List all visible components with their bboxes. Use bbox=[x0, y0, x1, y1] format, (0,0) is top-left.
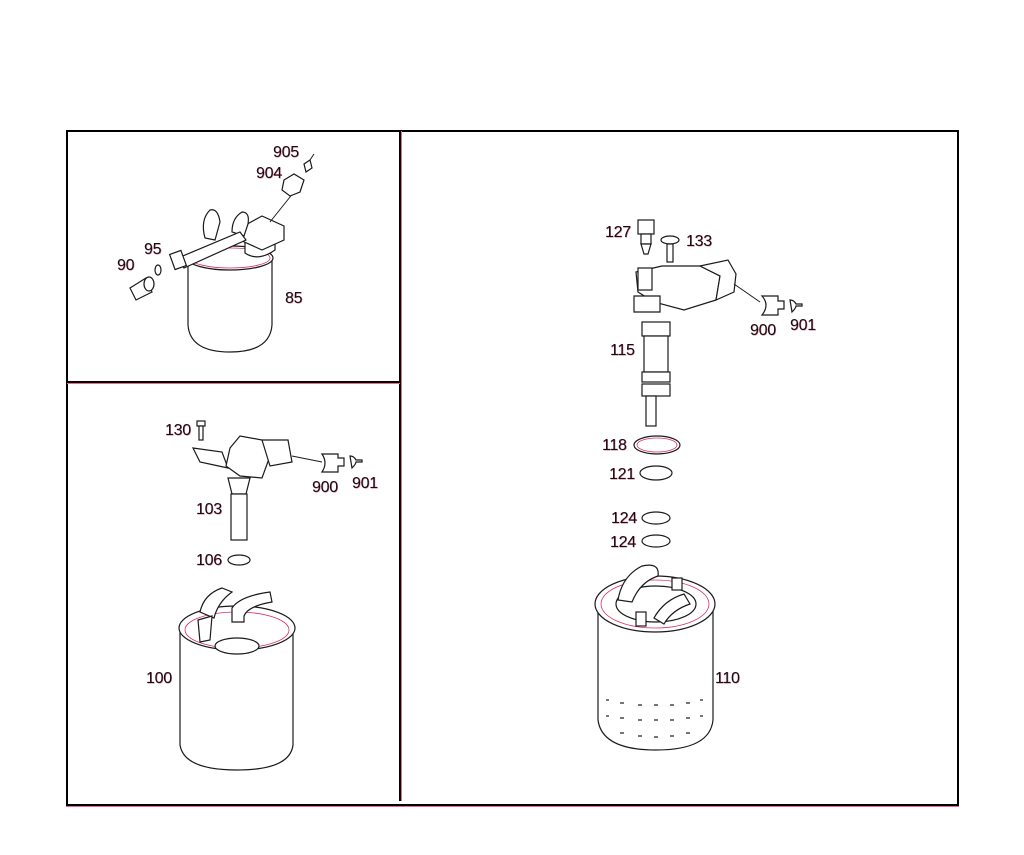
sensor-115-drawing bbox=[633, 259, 761, 427]
connector-900-drawing-bl bbox=[320, 453, 345, 473]
label-124-b: 124 bbox=[610, 534, 636, 551]
label-905: 905 bbox=[273, 144, 299, 161]
panel-divider-horizontal bbox=[67, 381, 400, 383]
label-130: 130 bbox=[165, 422, 191, 439]
seal-118-drawing bbox=[633, 435, 681, 455]
screw-fitting-127-drawing bbox=[637, 219, 655, 255]
fuel-filter-85-drawing bbox=[168, 191, 295, 353]
seal-106-drawing bbox=[227, 554, 251, 566]
seal-95-drawing bbox=[154, 264, 162, 276]
connector-904-drawing bbox=[281, 173, 305, 197]
label-904: 904 bbox=[256, 165, 282, 182]
screw-130-drawing bbox=[196, 420, 206, 441]
connector-900-drawing-r bbox=[760, 295, 785, 316]
label-901: 901 bbox=[790, 317, 816, 334]
plug-905-drawing bbox=[303, 153, 315, 173]
fuel-filter-110-drawing bbox=[594, 564, 716, 751]
panel-divider-vertical bbox=[399, 131, 401, 801]
fitting-90-drawing bbox=[129, 276, 155, 301]
label-110: 110 bbox=[715, 670, 740, 687]
label-900: 900 bbox=[750, 322, 776, 339]
label-124-a: 124 bbox=[611, 510, 637, 527]
seal-124b-drawing bbox=[641, 534, 671, 548]
label-85: 85 bbox=[285, 290, 303, 307]
sensor-103-drawing bbox=[191, 435, 323, 541]
label-106: 106 bbox=[196, 552, 222, 569]
label-118: 118 bbox=[602, 437, 627, 454]
label-127: 127 bbox=[605, 224, 631, 241]
screw-133-drawing bbox=[660, 235, 680, 263]
label-100: 100 bbox=[146, 670, 172, 687]
label-121: 121 bbox=[609, 466, 635, 483]
plug-901-drawing-bl bbox=[349, 455, 363, 470]
label-95: 95 bbox=[144, 241, 162, 258]
seal-121-drawing bbox=[639, 465, 673, 481]
label-133: 133 bbox=[686, 233, 712, 250]
diagram-frame bbox=[66, 130, 959, 806]
label-901: 901 bbox=[352, 475, 378, 492]
fuel-filter-100-drawing bbox=[178, 587, 296, 771]
label-115: 115 bbox=[610, 342, 635, 359]
label-90: 90 bbox=[117, 257, 135, 274]
label-103: 103 bbox=[196, 501, 222, 518]
plug-901-drawing-r bbox=[789, 299, 803, 314]
label-900: 900 bbox=[312, 479, 338, 496]
seal-124a-drawing bbox=[641, 511, 671, 525]
